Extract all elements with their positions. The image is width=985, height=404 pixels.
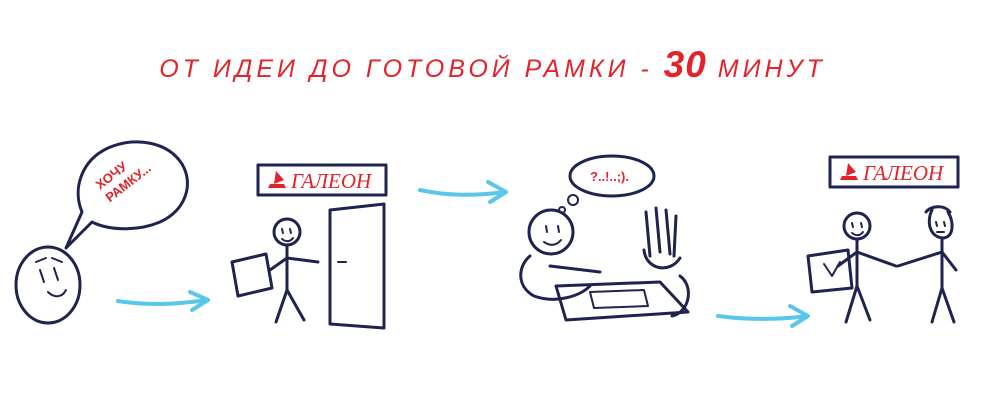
shop-sign-name-2: ГАЛЕОН [862,161,945,185]
title-tail: МИНУТ [706,55,826,83]
arrow-icon [116,290,210,312]
speech-bubble-icon [64,140,189,250]
panel-consultation: ?..!..;). [519,154,690,322]
thought-text: ?..!..;). [590,169,629,184]
ship-logo-icon [840,163,858,180]
panel-deal: ГАЛЕОН [806,155,960,324]
person-head [14,245,82,325]
panel-shop: ГАЛЕОН [230,163,388,330]
title-lead: ОТ ИДЕИ ДО ГОТОВОЙ РАМКИ - [159,55,664,83]
arrow-icon [716,304,810,328]
page-title: ОТ ИДЕИ ДО ГОТОВОЙ РАМКИ - 30 МИНУТ [0,44,985,86]
title-number: 30 [663,44,707,85]
ship-logo-icon [268,171,286,188]
shop-sign-name: ГАЛЕОН [290,169,373,193]
svg-text:ХОЧУ РАМКУ...: ХОЧУ РАМКУ... [93,148,154,205]
thought-bubble-icon [568,154,656,198]
panel-idea: ХОЧУ РАМКУ... [14,140,210,325]
arrow-icon [418,180,508,204]
